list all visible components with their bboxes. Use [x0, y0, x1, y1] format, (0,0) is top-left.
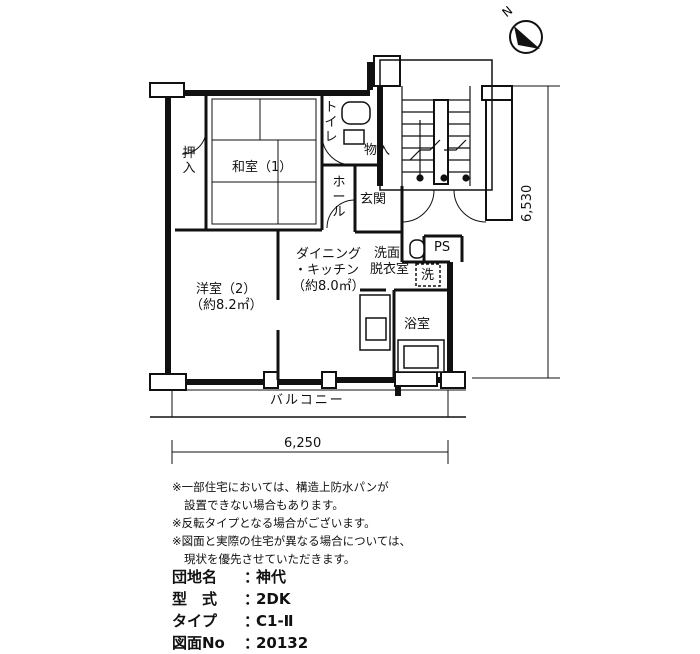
note-line: ※一部住宅においては、構造上防水パンが: [172, 480, 389, 494]
info-type: タイプ：C1-Ⅱ: [172, 612, 294, 630]
room-dining-label-2: ・キッチン: [294, 263, 360, 278]
interior-walls: [175, 93, 464, 380]
info-type-label: タイプ: [172, 612, 218, 630]
room-dining-area: （約8.0㎡）: [292, 279, 365, 294]
balcony-label: バルコニー: [270, 393, 345, 408]
info-kata-label: 型 式: [172, 590, 218, 608]
note-line: 設置できない場合もあります。: [184, 498, 344, 512]
info-zumen-label: 図面No: [172, 634, 225, 652]
dimension-depth: 6,530: [520, 184, 535, 222]
note-line: 現状を優先させていただきます。: [184, 552, 356, 566]
dimension-lines: [171, 85, 560, 464]
room-yoshitsu-area: （約8.2㎡）: [190, 298, 263, 313]
room-oshiire-label: 押入: [182, 146, 196, 176]
room-genkan-label: 玄関: [360, 192, 387, 207]
north-arrow-icon: [509, 20, 543, 54]
room-datsuijo-label-2: 脱衣室: [370, 262, 410, 277]
info-kata-value: 2DK: [256, 590, 291, 608]
tatami-lines: [206, 94, 322, 225]
fixtures: [341, 101, 445, 373]
note-line: ※図面と実際の住宅が異なる場合については、: [172, 534, 412, 548]
dimension-width: 6,250: [284, 436, 322, 451]
door-swings: [181, 129, 487, 229]
info-zumen: 図面No：20132: [172, 634, 309, 652]
info-block: 団地名：神代 型 式：2DK タイプ：C1-Ⅱ 図面No：20132: [172, 566, 308, 654]
staircase: [379, 59, 493, 191]
note-line: ※反転タイプとなる場合がございます。: [172, 516, 376, 530]
room-yokushitsu-label: 浴室: [404, 317, 431, 332]
info-kata: 型 式：2DK: [172, 590, 291, 608]
room-washitsu-label: 和室（1）: [232, 160, 293, 175]
notes: ※一部住宅においては、構造上防水パンが 設置できない場合もあります。 ※反転タイ…: [172, 478, 411, 568]
info-danchi-value: 神代: [256, 568, 287, 586]
balcony: [150, 389, 466, 418]
info-type-value: C1-Ⅱ: [256, 612, 294, 630]
room-dining-label-1: ダイニング: [296, 247, 362, 262]
info-zumen-value: 20132: [256, 634, 309, 652]
room-sen-label: 洗: [421, 268, 435, 283]
room-hall-label: ホール: [332, 175, 346, 220]
room-ps-label: PS: [434, 240, 451, 255]
room-toilet-label: トイレ: [324, 100, 338, 145]
info-danchi: 団地名：神代: [172, 568, 287, 586]
room-yoshitsu-label: 洋室（2）: [196, 282, 257, 297]
info-danchi-label: 団地名: [172, 568, 218, 586]
compass-label: N: [499, 3, 515, 19]
room-monoire-label: 物入: [364, 143, 391, 158]
room-datsuijo-label-1: 洗面: [374, 246, 401, 261]
